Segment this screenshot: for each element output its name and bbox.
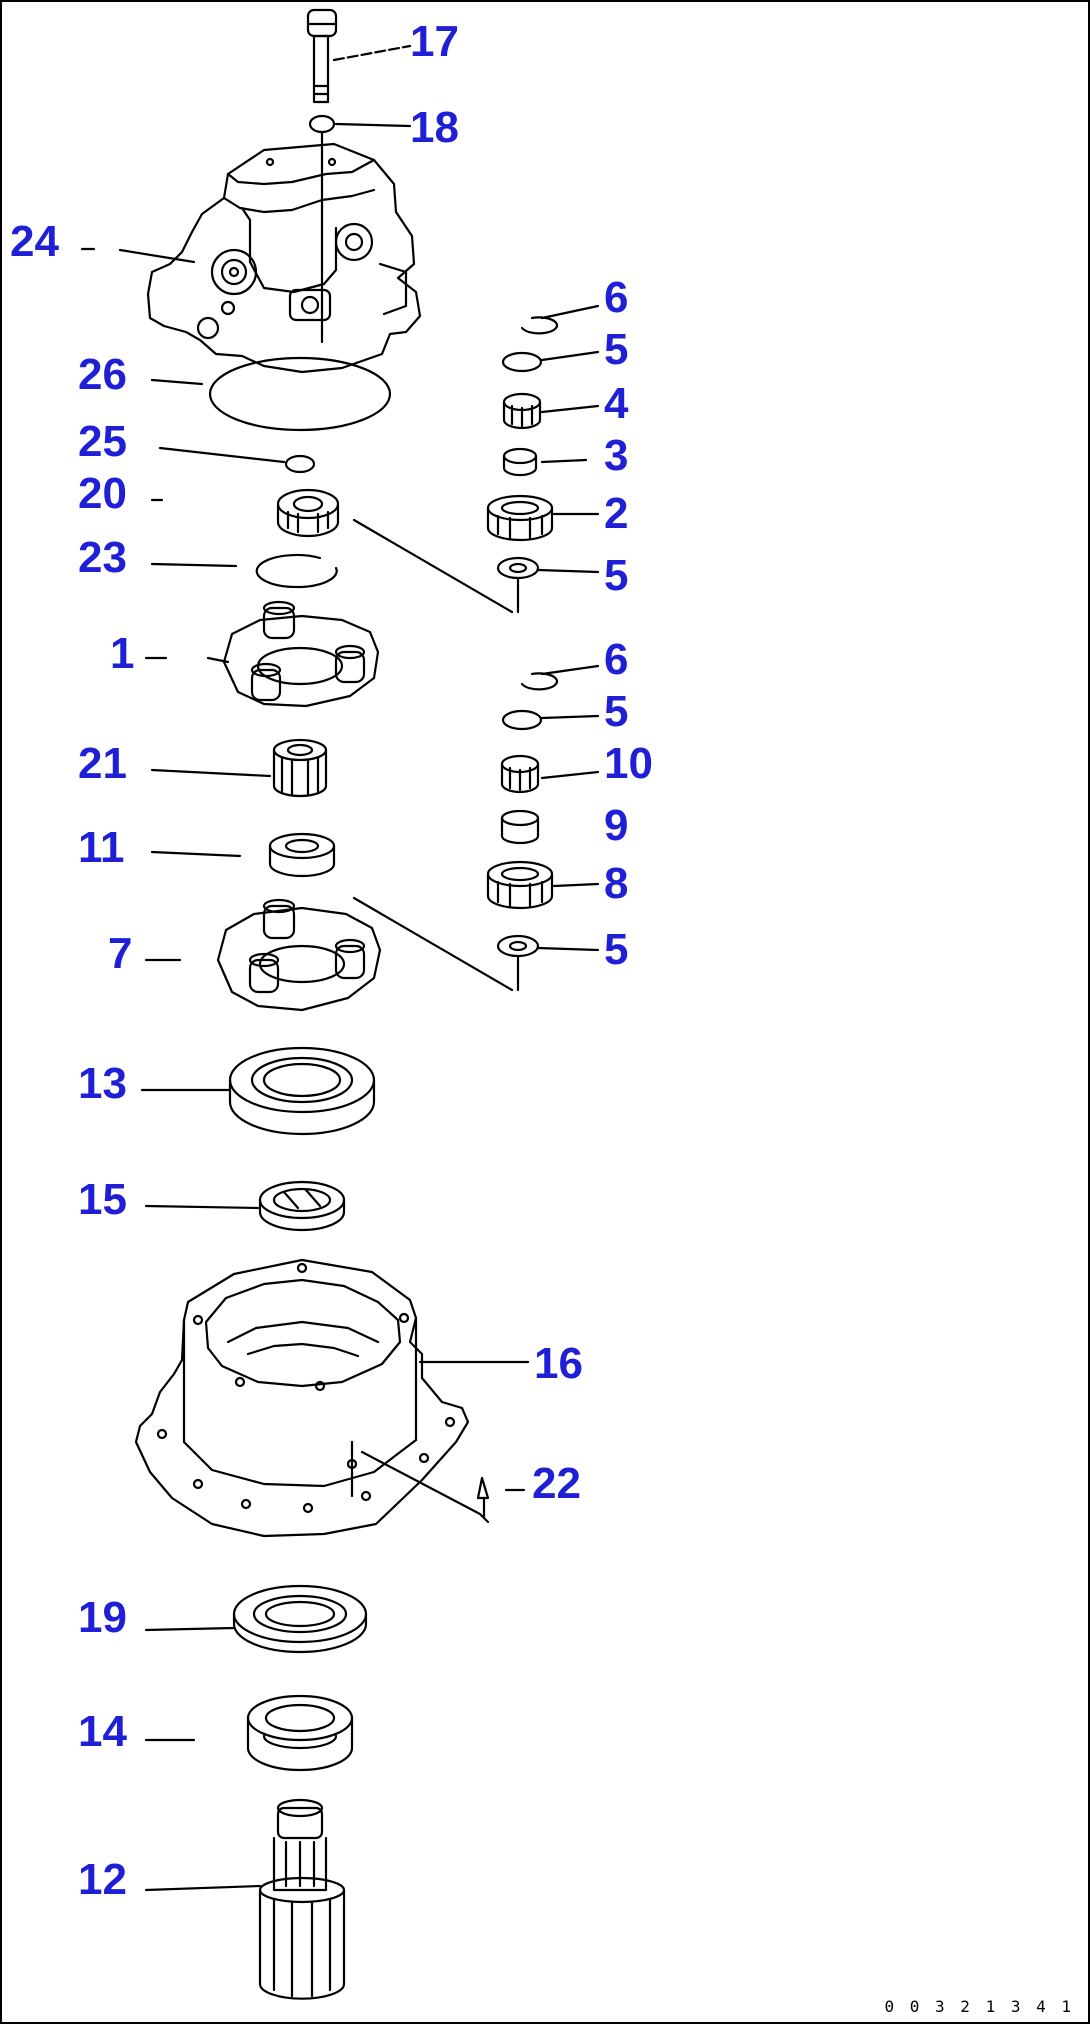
part-2-gear — [486, 494, 554, 542]
callout-5-lower-b: 5 — [604, 925, 629, 974]
callout-8: 8 — [604, 859, 629, 908]
part-5-washer-b — [501, 709, 543, 731]
callout-15: 15 — [78, 1175, 127, 1224]
callout-19: 19 — [78, 1593, 127, 1642]
callout-18: 18 — [410, 103, 459, 152]
part-20-bearing — [150, 488, 514, 614]
part-16-case — [134, 1258, 530, 1538]
callout-11: 11 — [78, 823, 125, 872]
part-5-washer-lower — [496, 556, 540, 580]
part-23-snap-ring — [150, 553, 338, 589]
callout-14: 14 — [78, 1707, 127, 1756]
part-4-needle-bearing — [502, 392, 542, 430]
part-9-bushing — [500, 809, 540, 845]
callout-5-upper-b: 5 — [604, 551, 629, 600]
part-10-needle-bearing — [500, 754, 540, 794]
callout-4: 4 — [604, 379, 629, 428]
sub-stack-lower — [486, 664, 600, 992]
callout-10: 10 — [604, 739, 653, 788]
part-1-carrier — [144, 600, 380, 708]
part-18-washer — [308, 114, 412, 344]
part-24-motor-housing — [80, 142, 422, 374]
callout-6-upper: 6 — [604, 273, 629, 322]
part-6-snap-ring-b — [520, 672, 559, 691]
part-3-bushing — [502, 447, 538, 477]
part-12-shaft — [144, 1798, 346, 2000]
part-8-gear — [486, 860, 554, 910]
callout-6-lower: 6 — [604, 635, 629, 684]
part-14-bearing — [144, 1694, 354, 1772]
callout-9: 9 — [604, 801, 629, 850]
callout-12: 12 — [78, 1855, 127, 1904]
callout-1: 1 — [110, 629, 135, 678]
part-5-washer-c — [496, 934, 540, 958]
part-19-seal — [144, 1584, 368, 1654]
callout-2: 2 — [604, 489, 629, 538]
callout-5-upper-a: 5 — [604, 325, 629, 374]
part-11-bushing — [150, 832, 336, 878]
figure-code: 0 0 3 2 1 3 4 1 — [884, 1997, 1074, 2016]
sub-stack-upper — [486, 304, 600, 614]
part-17-bolt — [306, 8, 412, 104]
callout-3: 3 — [604, 431, 629, 480]
part-13-bearing — [140, 1046, 376, 1136]
callout-5-lower-a: 5 — [604, 687, 629, 736]
callout-20: 20 — [78, 469, 127, 518]
part-26-o-ring — [150, 356, 392, 432]
callout-23: 23 — [78, 533, 127, 582]
callout-16: 16 — [534, 1339, 583, 1388]
callout-26: 26 — [78, 350, 127, 399]
callout-24: 24 — [10, 217, 59, 266]
part-5-washer — [501, 351, 543, 373]
part-15-bearing — [144, 1180, 346, 1232]
callout-25: 25 — [78, 417, 127, 466]
callout-17: 17 — [410, 17, 459, 66]
part-25-ring — [158, 446, 316, 474]
part-21-gear — [150, 738, 328, 798]
part-7-carrier — [144, 896, 514, 1012]
callout-13: 13 — [78, 1059, 127, 1108]
callout-21: 21 — [78, 739, 127, 788]
part-6-snap-ring — [520, 316, 559, 335]
callout-22: 22 — [532, 1459, 581, 1508]
part-22-pin — [360, 1450, 526, 1524]
callout-7: 7 — [108, 929, 133, 978]
